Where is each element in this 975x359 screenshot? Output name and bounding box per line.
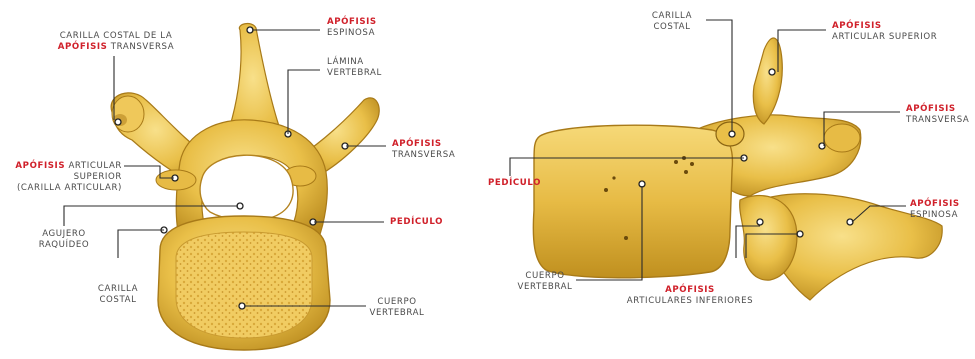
label-red: APÓFISIS bbox=[327, 17, 377, 28]
label-rest: ARTICULAR bbox=[65, 161, 122, 171]
label-red: APÓFISIS bbox=[906, 104, 969, 115]
label-line: APÓFISIS ARTICULAR bbox=[6, 161, 122, 172]
label-line: CARILLA COSTAL DE LA bbox=[50, 31, 182, 42]
label-red: APÓFISIS bbox=[392, 139, 455, 150]
label-red: PEDÍCULO bbox=[488, 178, 541, 189]
label-lamina-vertebral: LÁMINA VERTEBRAL bbox=[327, 57, 382, 79]
label-apofisis-articular-superior-left: APÓFISIS ARTICULAR SUPERIOR (CARILLA ART… bbox=[6, 161, 122, 194]
label-rest: ARTICULAR SUPERIOR bbox=[832, 32, 937, 43]
label-apofisis-articular-superior-right: APÓFISIS ARTICULAR SUPERIOR bbox=[832, 21, 937, 43]
label-red: APÓFISIS bbox=[910, 199, 960, 210]
label-cuerpo-vertebral-right: CUERPO VERTEBRAL bbox=[510, 271, 580, 293]
label-cuerpo-vertebral-left: CUERPO VERTEBRAL bbox=[362, 297, 432, 319]
right-vertebral-body bbox=[533, 125, 732, 278]
label-line: APÓFISIS TRANSVERSA bbox=[50, 42, 182, 53]
label-apofisis-espinosa-right: APÓFISIS ESPINOSA bbox=[910, 199, 960, 221]
label-line: SUPERIOR bbox=[6, 172, 122, 183]
label-apofisis-transversa-right: APÓFISIS TRANSVERSA bbox=[906, 104, 969, 126]
label-line: RAQUÍDEO bbox=[32, 240, 96, 251]
label-line: COSTAL bbox=[88, 295, 148, 306]
right-vertebra bbox=[533, 38, 942, 300]
label-carilla-costal-left: CARILLA COSTAL bbox=[88, 284, 148, 306]
label-agujero-raquideo: AGUJERO RAQUÍDEO bbox=[32, 229, 96, 251]
label-rest: ARTICULARES INFERIORES bbox=[610, 296, 770, 307]
label-line: CUERPO bbox=[362, 297, 432, 308]
label-apofisis-transversa-left: APÓFISIS TRANSVERSA bbox=[392, 139, 455, 161]
left-foramen bbox=[200, 155, 293, 220]
label-line: CARILLA bbox=[640, 11, 704, 22]
label-carilla-costal-apofisis-transversa: CARILLA COSTAL DE LA APÓFISIS TRANSVERSA bbox=[50, 31, 182, 53]
label-red: APÓFISIS bbox=[610, 285, 770, 296]
label-pediculo-right: PEDÍCULO bbox=[488, 178, 541, 189]
label-red: APÓFISIS bbox=[15, 161, 65, 171]
label-rest: TRANSVERSA bbox=[906, 115, 969, 126]
label-rest: ESPINOSA bbox=[910, 210, 960, 221]
label-line: VERTEBRAL bbox=[362, 308, 432, 319]
label-line: AGUJERO bbox=[32, 229, 96, 240]
label-red: PEDÍCULO bbox=[390, 217, 443, 228]
label-apofisis-espinosa-left: APÓFISIS ESPINOSA bbox=[327, 17, 377, 39]
label-red: APÓFISIS bbox=[832, 21, 937, 32]
label-line: LÁMINA bbox=[327, 57, 382, 68]
label-line: VERTEBRAL bbox=[327, 68, 382, 79]
label-carilla-costal-right: CARILLA COSTAL bbox=[640, 11, 704, 33]
label-line: CUERPO bbox=[510, 271, 580, 282]
label-line: CARILLA bbox=[88, 284, 148, 295]
right-inferior-articular bbox=[740, 196, 797, 281]
label-rest: TRANSVERSA bbox=[107, 42, 174, 52]
label-line: COSTAL bbox=[640, 22, 704, 33]
label-red: APÓFISIS bbox=[58, 42, 108, 52]
label-line: VERTEBRAL bbox=[510, 282, 580, 293]
label-line: (CARILLA ARTICULAR) bbox=[6, 183, 122, 194]
label-rest: ESPINOSA bbox=[327, 28, 377, 39]
label-apofisis-articulares-inferiores: APÓFISIS ARTICULARES INFERIORES bbox=[610, 285, 770, 307]
label-rest: TRANSVERSA bbox=[392, 150, 455, 161]
label-pediculo-left: PEDÍCULO bbox=[390, 217, 443, 228]
